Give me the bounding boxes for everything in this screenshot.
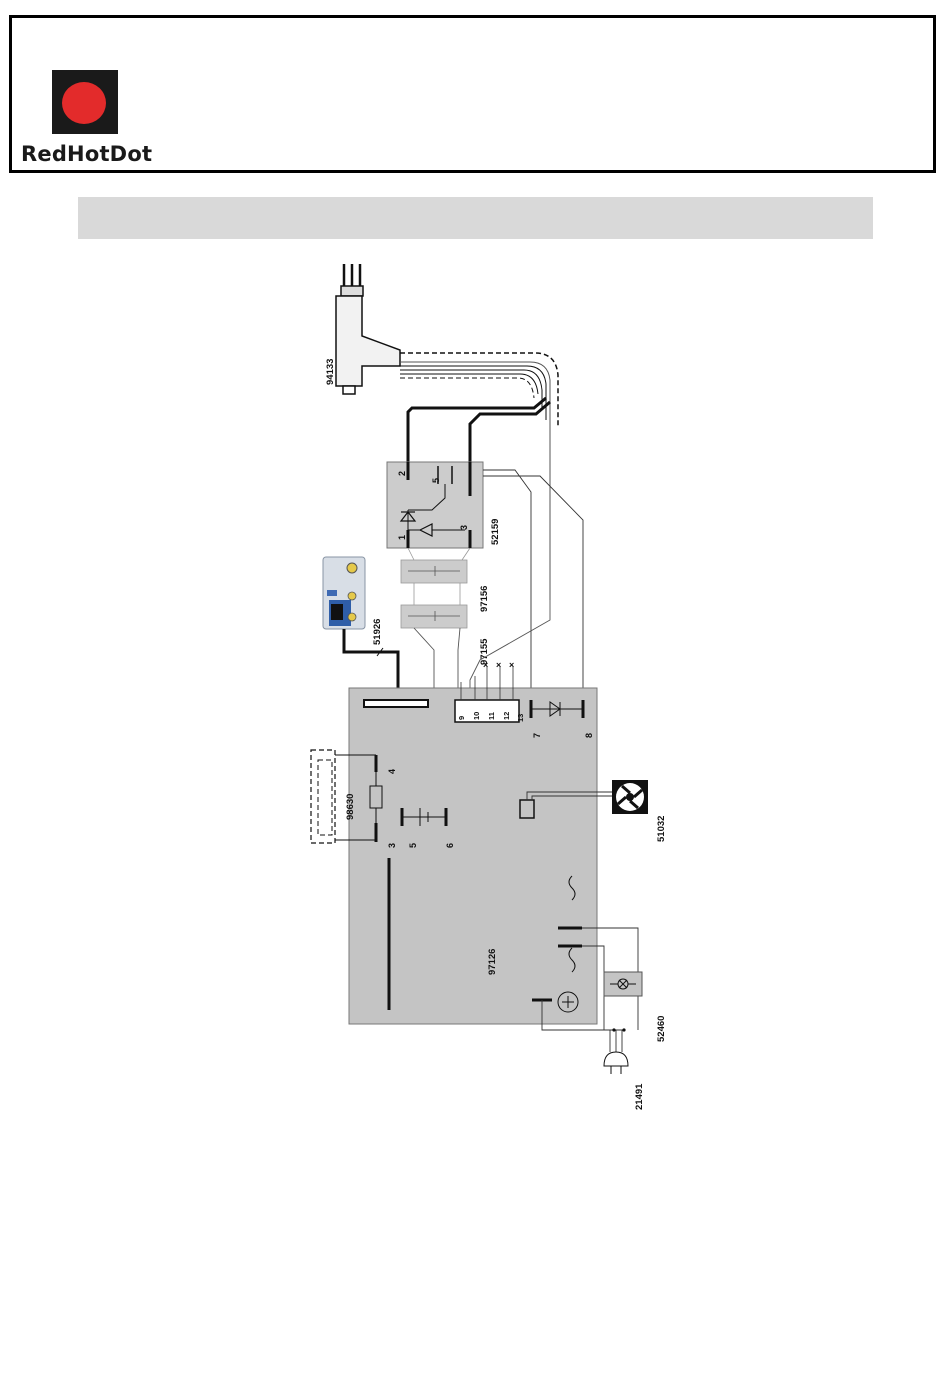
label-51032: 51032 [656,816,667,842]
relay-board-52159: 2 5 1 3 52159 [387,462,501,548]
label-51926: 51926 [372,619,383,645]
open-marker-1: × [483,660,488,670]
power-plug-21491: 21491 [604,1030,645,1110]
relay-pin-1: 1 [397,535,407,540]
conn-pin-11: 11 [487,712,496,720]
label-98630: 98630 [345,794,356,820]
main-pin-6: 6 [445,843,455,848]
control-panel-51926: 51926 [323,557,398,700]
conn-pin-10: 10 [472,712,481,720]
open-marker-3: × [509,660,514,670]
label-21491: 21491 [634,1083,645,1110]
label-52159: 52159 [490,519,501,545]
fan-51032: 51032 [612,780,667,842]
main-pin-5: 5 [408,843,418,848]
conn-pin-12: 12 [502,712,511,720]
label-94133: 94133 [325,359,336,385]
main-pin-8: 8 [584,733,594,738]
cable-97155: 97155 [401,605,490,665]
main-board-97126: 9 10 11 12 13 × × × 7 8 4 3 5 6 [349,660,612,1024]
relay-pin-2: 2 [397,471,407,476]
label-97156: 97156 [479,586,490,612]
main-pin-7: 7 [532,733,542,738]
label-52460: 52460 [656,1016,667,1042]
main-pin-4: 4 [387,769,397,774]
label-97126: 97126 [487,949,498,975]
handpiece-94133: 94133 [325,264,400,394]
main-pin-3: 3 [387,843,397,848]
open-marker-2: × [496,660,501,670]
relay-pin-5: 5 [431,478,441,483]
conn-pin-9: 9 [457,716,466,720]
cable-97156: 97156 [401,548,490,612]
conn-pin-13: 13 [516,714,525,722]
relay-pin-3: 3 [459,525,469,530]
